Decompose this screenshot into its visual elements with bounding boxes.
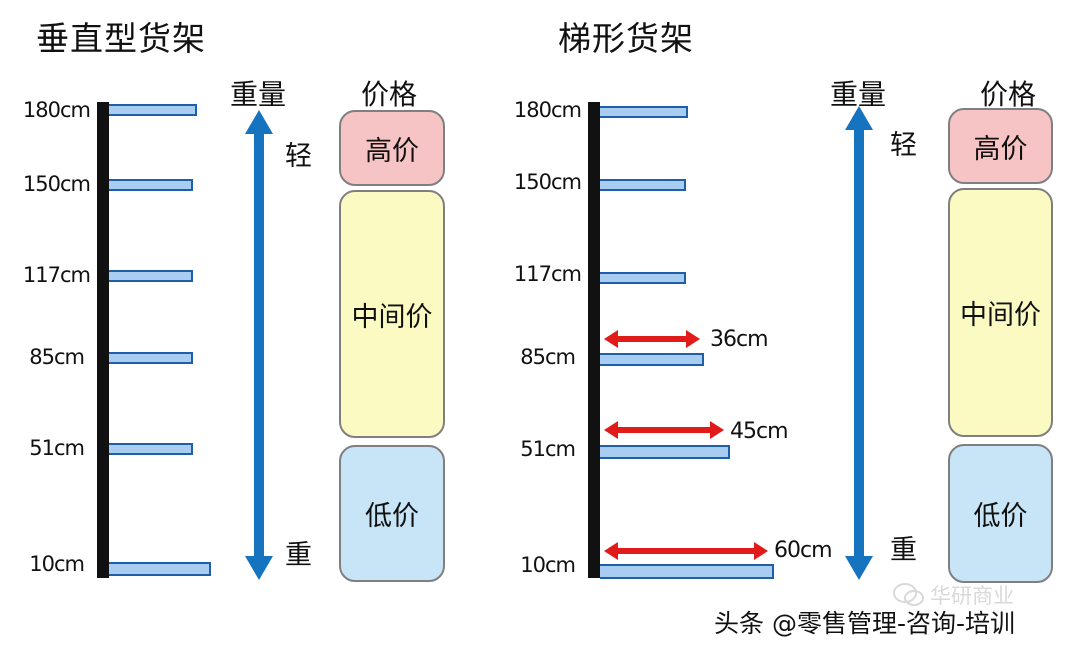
depth-arrow-icon — [604, 330, 700, 348]
shelf-board — [109, 270, 193, 282]
height-label: 10cm — [520, 553, 576, 577]
shelf-board — [600, 179, 686, 191]
wechat-logo-icon — [893, 583, 924, 606]
price-low-box: 低价 — [339, 445, 445, 582]
shelf-board — [600, 445, 730, 459]
shelf-board — [600, 353, 704, 366]
weight-header: 重量 — [830, 78, 887, 111]
price-mid-box: 中间价 — [948, 188, 1053, 437]
weight-arrow-icon — [845, 106, 873, 580]
height-label: 85cm — [29, 345, 85, 369]
price-mid-box: 中间价 — [339, 190, 445, 438]
watermark-text: 华研商业 — [930, 584, 1014, 608]
height-label: 150cm — [22, 172, 91, 196]
height-label: 51cm — [29, 436, 85, 460]
stepped-shelf-title: 梯形货架 — [558, 19, 694, 58]
depth-arrow-icon — [604, 542, 768, 560]
vertical-shelf-panel: 垂直型货架 180cm 150cm 117cm 85cm 51cm 10cm 重… — [22, 19, 445, 582]
depth-label: 45cm — [730, 419, 789, 444]
height-label: 10cm — [29, 552, 85, 576]
shelf-pole — [588, 102, 600, 578]
height-label: 117cm — [22, 263, 91, 287]
price-high-box: 高价 — [948, 108, 1053, 184]
light-label: 轻 — [890, 130, 917, 161]
shelf-board — [109, 562, 211, 576]
height-label: 180cm — [513, 98, 582, 122]
height-label: 85cm — [520, 345, 576, 369]
shelf-board — [109, 104, 197, 116]
depth-label: 36cm — [710, 327, 769, 352]
shelf-board — [600, 564, 774, 579]
vertical-shelf-title: 垂直型货架 — [36, 19, 206, 58]
shelf-board — [600, 272, 686, 284]
depth-label: 60cm — [774, 538, 833, 563]
shelf-board — [109, 352, 193, 364]
shelf-board — [600, 106, 688, 118]
height-label: 150cm — [513, 170, 582, 194]
price-high-box: 高价 — [339, 110, 445, 186]
shelf-pole — [97, 102, 109, 578]
price-header: 价格 — [361, 78, 418, 111]
heavy-label: 重 — [285, 540, 312, 571]
stepped-shelf-panel: 梯形货架 180cm 150cm 117cm 85cm 51cm 10cm 36… — [500, 0, 1080, 651]
price-header: 价格 — [980, 78, 1037, 111]
height-label: 180cm — [22, 98, 91, 122]
shelf-board — [109, 179, 193, 191]
depth-arrow-icon — [604, 421, 724, 439]
shelf-board — [109, 443, 193, 455]
watermark: 华研商业 — [892, 580, 1014, 610]
weight-header: 重量 — [230, 78, 287, 111]
heavy-label: 重 — [890, 535, 917, 566]
price-low-box: 低价 — [948, 444, 1053, 583]
height-label: 117cm — [513, 262, 582, 286]
weight-arrow-icon — [245, 110, 273, 580]
height-label: 51cm — [520, 437, 576, 461]
credit-text: 头条 @零售管理-咨询-培训 — [714, 609, 1015, 638]
light-label: 轻 — [285, 141, 312, 172]
